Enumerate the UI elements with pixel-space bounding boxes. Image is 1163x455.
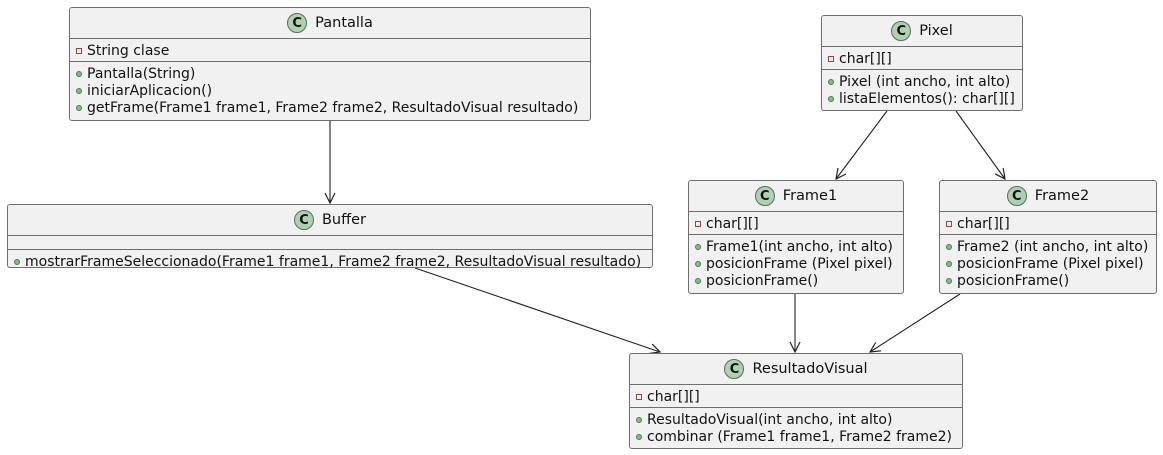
method-row: Pixel (int ancho, int alto)	[822, 73, 1022, 90]
class-header: C Frame1	[689, 181, 903, 212]
attributes-section: String clase	[70, 39, 590, 62]
class-stereotype-icon: C	[724, 359, 745, 379]
public-visibility-icon	[14, 258, 20, 265]
method-row: posicionFrame (Pixel pixel)	[940, 255, 1156, 272]
attribute-row: char[][]	[822, 50, 1022, 67]
class-header: C Pantalla	[70, 8, 590, 39]
methods-section: mostrarFrameSeleccionado(Frame1 frame1, …	[8, 250, 652, 272]
class-resultadovisual[interactable]: C ResultadoVisual char[][] ResultadoVisu…	[629, 353, 963, 449]
class-header: C ResultadoVisual	[630, 354, 962, 385]
method-row: getFrame(Frame1 frame1, Frame2 frame2, R…	[70, 99, 590, 116]
private-visibility-icon	[828, 55, 834, 62]
class-header: C Buffer	[8, 205, 652, 236]
class-frame2[interactable]: C Frame2 char[][] Frame2 (int ancho, int…	[939, 180, 1157, 294]
method-row: ResultadoVisual(int ancho, int alto)	[630, 411, 962, 428]
method-row: posicionFrame (Pixel pixel)	[689, 255, 903, 272]
class-name: Frame1	[782, 188, 838, 204]
private-visibility-icon	[695, 220, 701, 227]
method-row: posicionFrame()	[940, 272, 1156, 289]
attribute-row: char[][]	[689, 215, 903, 232]
class-header: C Pixel	[822, 16, 1022, 47]
class-stereotype-icon: C	[287, 13, 308, 33]
public-visibility-icon	[695, 277, 701, 284]
attributes-section: char[][]	[689, 212, 903, 235]
attributes-section	[8, 236, 652, 250]
private-visibility-icon	[76, 47, 82, 54]
method-row: posicionFrame()	[689, 272, 903, 289]
public-visibility-icon	[76, 104, 82, 111]
private-visibility-icon	[946, 220, 952, 227]
class-stereotype-icon: C	[1006, 186, 1027, 206]
public-visibility-icon	[946, 243, 952, 250]
attribute-row: char[][]	[940, 215, 1156, 232]
methods-section: Pixel (int ancho, int alto) listaElement…	[822, 70, 1022, 109]
method-row: iniciarAplicacion()	[70, 82, 590, 99]
public-visibility-icon	[695, 243, 701, 250]
method-row: combinar (Frame1 frame1, Frame2 frame2)	[630, 428, 962, 445]
private-visibility-icon	[636, 393, 642, 400]
class-name: ResultadoVisual	[752, 361, 868, 377]
public-visibility-icon	[695, 260, 701, 267]
class-name: Pixel	[919, 23, 953, 39]
class-stereotype-icon: C	[891, 21, 912, 41]
public-visibility-icon	[76, 70, 82, 77]
method-row: mostrarFrameSeleccionado(Frame1 frame1, …	[8, 253, 652, 270]
public-visibility-icon	[946, 260, 952, 267]
class-name: Pantalla	[315, 15, 373, 31]
class-stereotype-icon: C	[293, 210, 314, 230]
method-row: Pantalla(String)	[70, 65, 590, 82]
class-pixel[interactable]: C Pixel char[][] Pixel (int ancho, int a…	[821, 15, 1023, 111]
method-row: Frame1(int ancho, int alto)	[689, 238, 903, 255]
class-stereotype-icon: C	[754, 186, 775, 206]
attribute-row: char[][]	[630, 388, 962, 405]
class-header: C Frame2	[940, 181, 1156, 212]
public-visibility-icon	[636, 433, 642, 440]
edge-pixel-frame1	[836, 110, 888, 179]
attributes-section: char[][]	[940, 212, 1156, 235]
public-visibility-icon	[828, 78, 834, 85]
class-name: Frame2	[1034, 188, 1090, 204]
edge-frame2-resultado	[870, 293, 961, 352]
attributes-section: char[][]	[630, 385, 962, 408]
edge-pixel-frame2	[955, 110, 1005, 179]
class-buffer[interactable]: C Buffer mostrarFrameSeleccionado(Frame1…	[7, 204, 653, 270]
class-pantalla[interactable]: C Pantalla String clase Pantalla(String)…	[69, 7, 591, 121]
edge-buffer-resultado	[414, 267, 660, 352]
attribute-row: String clase	[70, 42, 590, 59]
methods-section: Frame1(int ancho, int alto) posicionFram…	[689, 235, 903, 291]
methods-section: Frame2 (int ancho, int alto) posicionFra…	[940, 235, 1156, 291]
methods-section: Pantalla(String) iniciarAplicacion() get…	[70, 62, 590, 118]
public-visibility-icon	[828, 95, 834, 102]
class-frame1[interactable]: C Frame1 char[][] Frame1(int ancho, int …	[688, 180, 904, 294]
method-row: listaElementos(): char[][]	[822, 90, 1022, 107]
methods-section: ResultadoVisual(int ancho, int alto) com…	[630, 408, 962, 447]
public-visibility-icon	[76, 87, 82, 94]
method-row: Frame2 (int ancho, int alto)	[940, 238, 1156, 255]
attributes-section: char[][]	[822, 47, 1022, 70]
public-visibility-icon	[946, 277, 952, 284]
class-name: Buffer	[321, 212, 366, 228]
public-visibility-icon	[636, 416, 642, 423]
